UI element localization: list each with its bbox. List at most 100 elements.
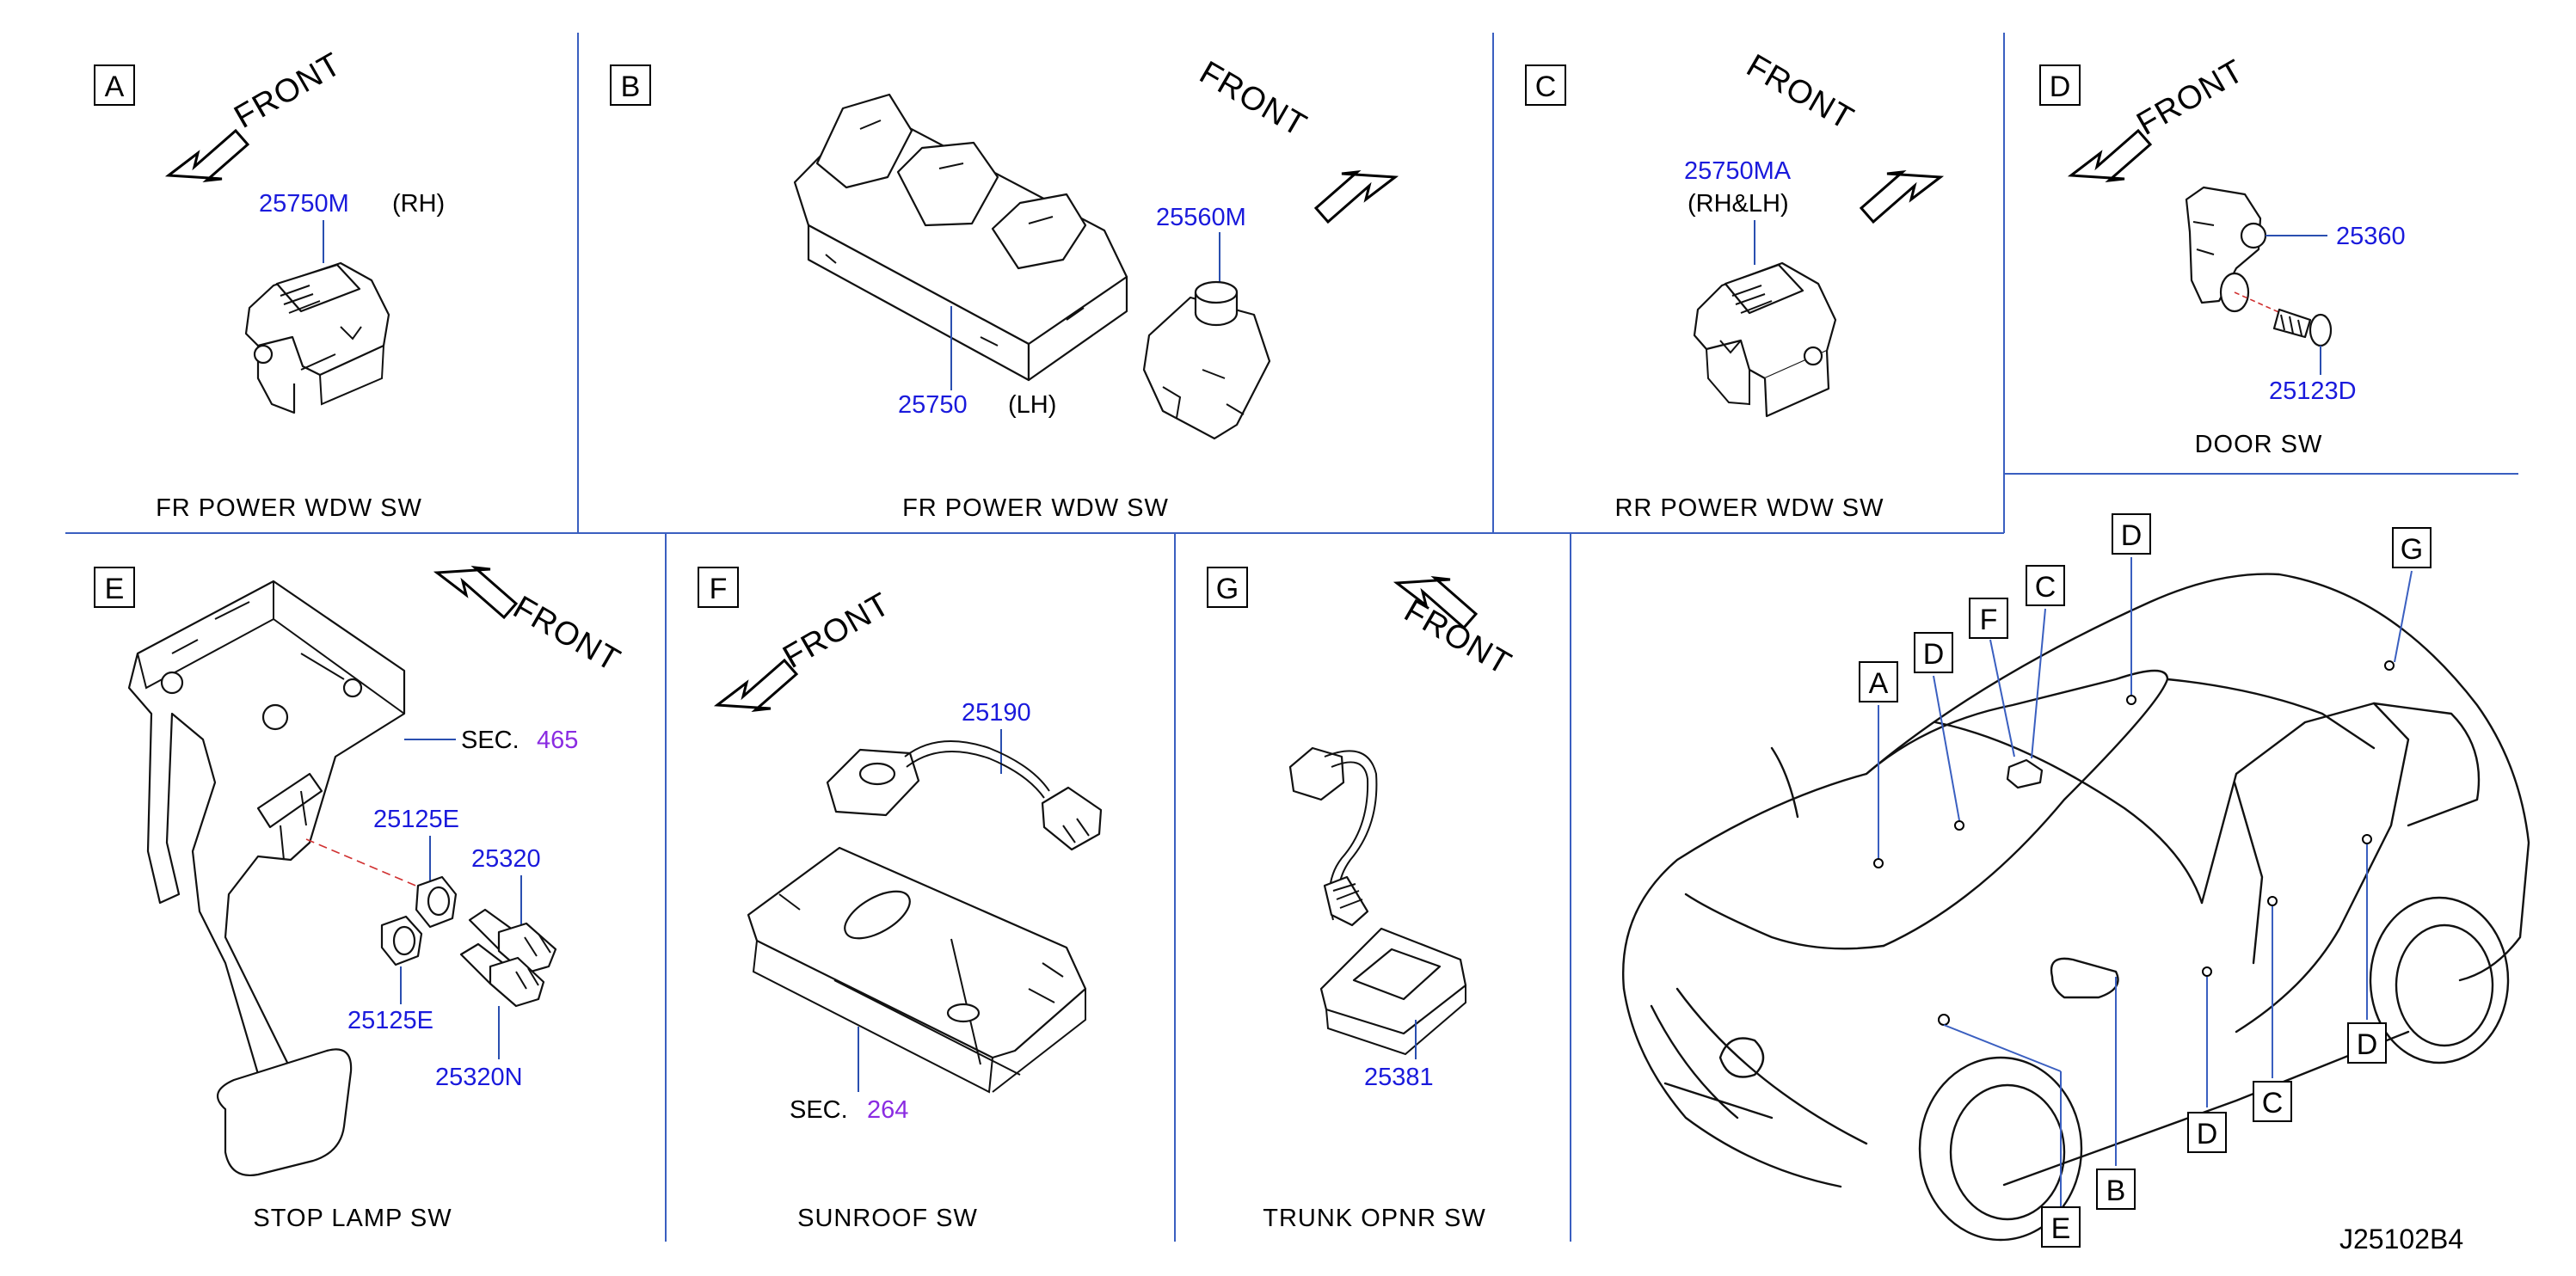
panel-g-letter: G bbox=[1216, 573, 1239, 605]
panel-g-part-number: 25381 bbox=[1364, 1064, 1434, 1091]
panel-d-letter: D bbox=[2050, 71, 2071, 103]
panel-c-part-number: 25750MA bbox=[1684, 157, 1792, 185]
front-arrow-icon bbox=[2069, 129, 2152, 182]
svg-text:A: A bbox=[1869, 667, 1889, 700]
vehicle-overview: A D F C D G B E bbox=[1622, 513, 2530, 1248]
callout-box-d: D bbox=[1914, 632, 1953, 673]
panel-c-letter: C bbox=[1535, 71, 1557, 103]
assembly-leader-line bbox=[2234, 291, 2285, 316]
panel-dividers bbox=[65, 33, 2518, 1242]
panel-a-part-number: 25750M bbox=[259, 190, 349, 218]
panel-e-caption: STOP LAMP SW bbox=[253, 1205, 452, 1232]
rh-window-switch-icon bbox=[244, 261, 390, 414]
panel-d-letter-box bbox=[2039, 64, 2081, 106]
panel-e-letter: E bbox=[105, 573, 125, 605]
panel-c-front-label: FRONT bbox=[1741, 47, 1860, 137]
diagram-id: J25102B4 bbox=[2339, 1224, 2463, 1255]
sunroof-switch-harness-icon bbox=[826, 740, 1103, 851]
panel-a: A FRONT 25750M (RH) FR POWER WDW SW bbox=[94, 46, 445, 522]
callout-leader-lines bbox=[1878, 557, 2413, 1207]
svg-text:D: D bbox=[1923, 638, 1945, 671]
door-switch-icon bbox=[2185, 186, 2267, 313]
panel-e-part-bushing-top: 25125E bbox=[373, 806, 459, 833]
panel-c: C FRONT 25750MA (RH&LH) RR POWER WDW SW bbox=[1525, 47, 1942, 522]
callout-box-c: C bbox=[2253, 1081, 2292, 1122]
overhead-console-icon bbox=[747, 846, 1087, 1094]
panel-g: G FRONT 25381 TRUNK OPNR SW bbox=[1207, 567, 1517, 1232]
panel-e-part-switch-bottom: 25320N bbox=[435, 1064, 523, 1091]
front-arrow-icon bbox=[435, 566, 518, 619]
panel-b-part-number-sub: 25560M bbox=[1156, 204, 1246, 231]
panel-d: D FRONT 25360 25123D DOOR SW bbox=[2039, 52, 2406, 458]
panel-b-part-number-main: 25750 bbox=[898, 391, 968, 419]
front-arrow-icon bbox=[1860, 170, 1942, 224]
panel-a-caption: FR POWER WDW SW bbox=[156, 494, 422, 522]
panel-b-letter-box bbox=[610, 64, 651, 106]
screw-icon bbox=[2272, 308, 2333, 347]
panel-c-letter-box bbox=[1525, 64, 1566, 106]
panel-f-letter-box bbox=[698, 567, 739, 608]
panel-g-letter-box bbox=[1207, 567, 1248, 608]
panel-d-caption: DOOR SW bbox=[2195, 431, 2323, 458]
panel-f-front-label: FRONT bbox=[778, 586, 897, 675]
svg-text:C: C bbox=[2262, 1087, 2284, 1120]
panel-d-front-label: FRONT bbox=[2131, 52, 2251, 142]
panel-e: E FRONT SEC. 465 25125E 25320 bbox=[94, 566, 627, 1232]
callout-box-g: G bbox=[2392, 527, 2432, 568]
svg-text:B: B bbox=[2106, 1175, 2126, 1207]
panel-f-sec-number: 264 bbox=[867, 1096, 908, 1124]
callout-box-d: D bbox=[2112, 513, 2151, 555]
svg-text:C: C bbox=[2035, 571, 2056, 604]
brake-pedal-assembly-icon bbox=[127, 580, 406, 1177]
panel-a-front-label: FRONT bbox=[229, 46, 348, 135]
front-arrow-icon bbox=[716, 659, 798, 712]
lh-master-switch-icon bbox=[793, 93, 1128, 382]
panel-e-sec-number: 465 bbox=[537, 727, 578, 754]
bushing-icon bbox=[415, 875, 458, 929]
panel-d-part-number-main: 25360 bbox=[2336, 223, 2406, 250]
front-arrow-icon bbox=[167, 129, 249, 182]
panel-d-part-number-screw: 25123D bbox=[2269, 377, 2357, 405]
svg-text:F: F bbox=[1980, 604, 1998, 636]
panel-a-letter-box bbox=[94, 64, 135, 106]
panel-c-caption: RR POWER WDW SW bbox=[1614, 494, 1884, 522]
panel-f-part-number: 25190 bbox=[962, 699, 1031, 727]
car-body-outline bbox=[1622, 573, 2530, 1242]
assembly-leader-line bbox=[305, 838, 421, 888]
svg-text:G: G bbox=[2401, 533, 2423, 566]
panel-e-front-label: FRONT bbox=[507, 589, 627, 678]
callout-box-c: C bbox=[2026, 565, 2065, 606]
svg-text:D: D bbox=[2197, 1118, 2218, 1150]
callout-box-d: D bbox=[2347, 1022, 2387, 1064]
switch-location-markers bbox=[1873, 660, 2395, 1026]
panel-b: B FRONT 25750 (LH) 25560M FR POWER WDW S… bbox=[610, 54, 1397, 522]
panel-a-note: (RH) bbox=[392, 190, 445, 218]
mirror-switch-icon bbox=[1142, 280, 1271, 440]
panel-a-letter: A bbox=[105, 71, 125, 103]
panel-f-sec-prefix: SEC. bbox=[790, 1096, 848, 1124]
panel-f-caption: SUNROOF SW bbox=[797, 1205, 978, 1232]
callout-box-a: A bbox=[1859, 661, 1898, 702]
panel-b-note: (LH) bbox=[1008, 391, 1056, 419]
panel-e-letter-box bbox=[94, 567, 135, 608]
callout-box-d: D bbox=[2187, 1112, 2227, 1153]
panel-e-part-switch-top: 25320 bbox=[471, 845, 541, 873]
callout-box-f: F bbox=[1969, 598, 2008, 639]
panel-b-front-label: FRONT bbox=[1194, 54, 1313, 144]
callout-box-e: E bbox=[2041, 1206, 2081, 1248]
front-arrow-icon bbox=[1314, 170, 1397, 224]
stop-lamp-switch-icon bbox=[459, 942, 545, 1008]
panel-f: F FRONT 25190 SEC. 264 SUNROOF SW bbox=[698, 567, 1103, 1232]
trunk-opener-switch-icon bbox=[1288, 746, 1467, 1056]
rr-window-switch-icon bbox=[1693, 261, 1837, 418]
panel-c-note: (RH&LH) bbox=[1688, 190, 1789, 218]
svg-text:D: D bbox=[2357, 1028, 2378, 1061]
panel-e-sec-prefix: SEC. bbox=[461, 727, 520, 754]
panel-e-part-bushing-bottom: 25125E bbox=[347, 1007, 433, 1034]
callout-box-b: B bbox=[2096, 1169, 2136, 1210]
panel-f-letter: F bbox=[710, 573, 728, 605]
bushing-icon bbox=[380, 915, 423, 966]
panel-b-letter: B bbox=[621, 71, 641, 103]
svg-text:D: D bbox=[2121, 519, 2143, 552]
